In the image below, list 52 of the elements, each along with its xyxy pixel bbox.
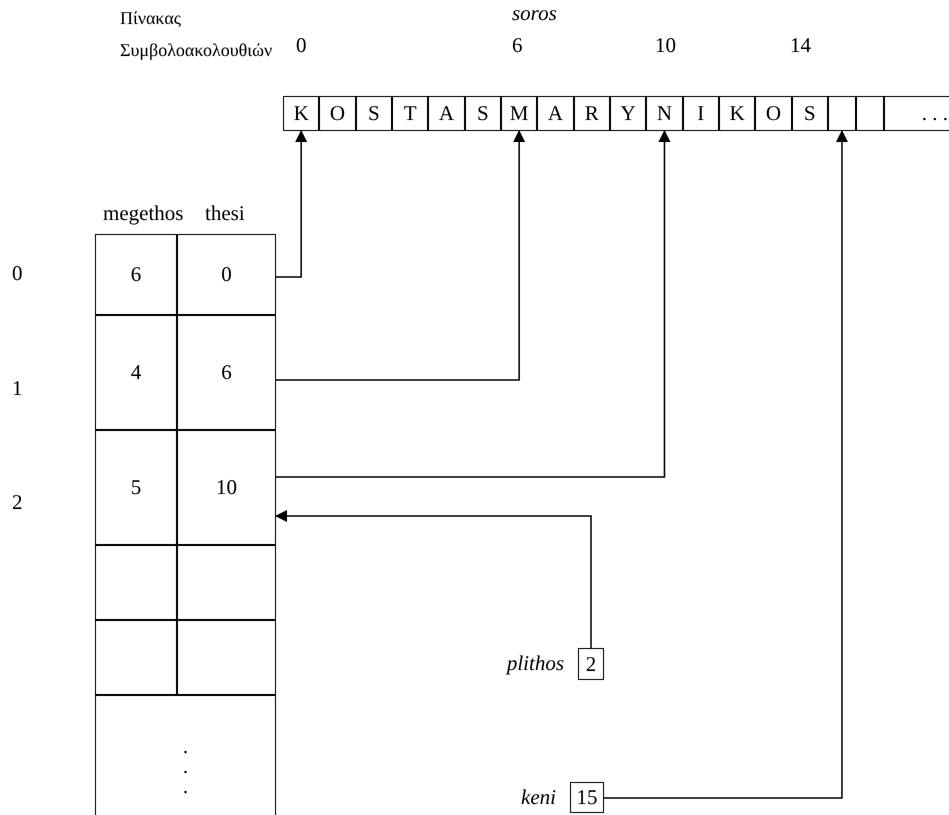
array-cell: I [682, 96, 719, 131]
variable-label: keni [521, 786, 556, 810]
value-box: 2 [578, 648, 604, 680]
table-cell: 10 [177, 430, 276, 545]
array-title: Πίνακας Συμβολοακολουθιών [120, 7, 274, 62]
array-cell: O [319, 96, 356, 131]
table-cell: 0 [177, 234, 276, 315]
index-label: 0 [296, 34, 306, 58]
heap-title: soros [512, 2, 557, 26]
ellipsis-dot: . [182, 776, 188, 796]
row-index: 2 [12, 491, 22, 514]
index-label: 6 [512, 34, 522, 58]
column-header: megethos [103, 202, 184, 226]
table-cell [95, 695, 276, 815]
arrow [276, 130, 526, 381]
arrow [275, 510, 592, 648]
index-label: 10 [655, 34, 676, 58]
array-cell: T [392, 96, 428, 131]
variable-label: plithos [506, 652, 564, 676]
column-header: thesi [205, 202, 245, 226]
table-cell: 6 [95, 234, 177, 315]
table-cell: 5 [95, 430, 177, 545]
array-cell: M [500, 96, 538, 131]
array-cell: K [283, 96, 320, 131]
row-index: 0 [12, 262, 22, 286]
table-cell: 6 [177, 315, 276, 430]
array-cell [856, 96, 884, 131]
array-cell: A [428, 96, 465, 131]
array-cell: R [574, 96, 610, 131]
array-cell: S [792, 96, 828, 131]
table-cell: 4 [95, 315, 177, 430]
array-cell: N [646, 96, 683, 131]
arrow [604, 130, 848, 799]
table-cell [95, 545, 177, 620]
array-cell: S [356, 96, 392, 131]
array-cell [828, 96, 856, 131]
arrow [276, 130, 670, 478]
table-cell [177, 545, 276, 620]
array-cell: A [537, 96, 574, 131]
arrow [276, 130, 308, 278]
row-index: 1 [12, 377, 22, 400]
array-cell: O [755, 96, 792, 131]
table-cell [95, 620, 177, 695]
ellipsis-dot: . [182, 736, 188, 756]
array-cell: K [718, 96, 756, 131]
index-label: 14 [790, 34, 811, 58]
array-cell: . . . [884, 96, 949, 131]
array-cell: Y [610, 96, 646, 131]
array-cell: S [464, 96, 501, 131]
value-box: 15 [570, 782, 604, 813]
ellipsis-dot: . [182, 756, 188, 776]
table-cell [177, 620, 276, 695]
